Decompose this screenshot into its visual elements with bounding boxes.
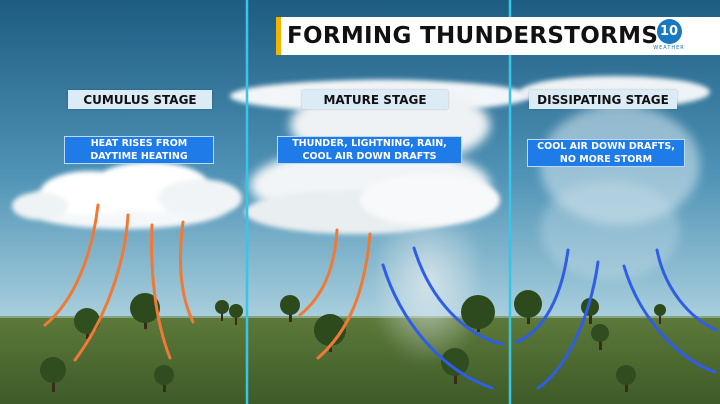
downdraft-arrow: [381, 263, 494, 390]
updraft-arrows: [43, 203, 372, 362]
tree: [461, 295, 495, 332]
downdraft-arrow: [655, 248, 718, 332]
tree: [441, 348, 469, 384]
updraft-arrow: [73, 213, 130, 362]
updraft-arrow: [316, 232, 372, 360]
downdraft-arrow: [622, 264, 717, 374]
updraft-arrow: [298, 228, 339, 317]
updraft-arrow: [43, 203, 100, 327]
tree: [616, 365, 636, 392]
downdraft-arrow: [515, 248, 570, 344]
updraft-arrow: [179, 220, 195, 324]
trees: [40, 290, 666, 392]
updraft-arrow: [150, 223, 172, 360]
tree: [229, 304, 243, 325]
cumulus-description: HEAT RISES FROM DAYTIME HEATING: [64, 136, 214, 164]
tree: [280, 295, 300, 322]
dissipating-stage-label: DISSIPATING STAGE: [529, 90, 677, 109]
tree: [154, 365, 174, 392]
logo-icon: 10: [656, 19, 682, 44]
cumulus-cloud: [12, 162, 242, 229]
tree: [40, 357, 66, 392]
logo-subtext: WEATHER: [653, 45, 685, 51]
downdraft-arrows: [381, 246, 718, 390]
tree: [514, 290, 542, 324]
downdraft-arrow: [412, 246, 504, 346]
cumulus-stage-label: CUMULUS STAGE: [68, 90, 212, 109]
mature-description: THUNDER, LIGHTNING, RAIN, COOL AIR DOWN …: [277, 136, 462, 164]
page-title: FORMING THUNDERSTORMS: [287, 23, 659, 49]
tree: [654, 304, 666, 324]
title-bar: FORMING THUNDERSTORMS 10 WEATHER: [276, 17, 720, 55]
ground: [0, 316, 720, 404]
downdraft-arrow: [536, 260, 600, 390]
title-accent: [276, 17, 281, 55]
station-logo: 10 WEATHER: [652, 19, 686, 53]
tree: [591, 324, 609, 350]
tree: [74, 308, 100, 339]
tree: [215, 300, 229, 321]
mature-stage-label: MATURE STAGE: [302, 90, 448, 109]
dissipating-description: COOL AIR DOWN DRAFTS, NO MORE STORM: [527, 139, 685, 167]
tree: [130, 293, 160, 329]
